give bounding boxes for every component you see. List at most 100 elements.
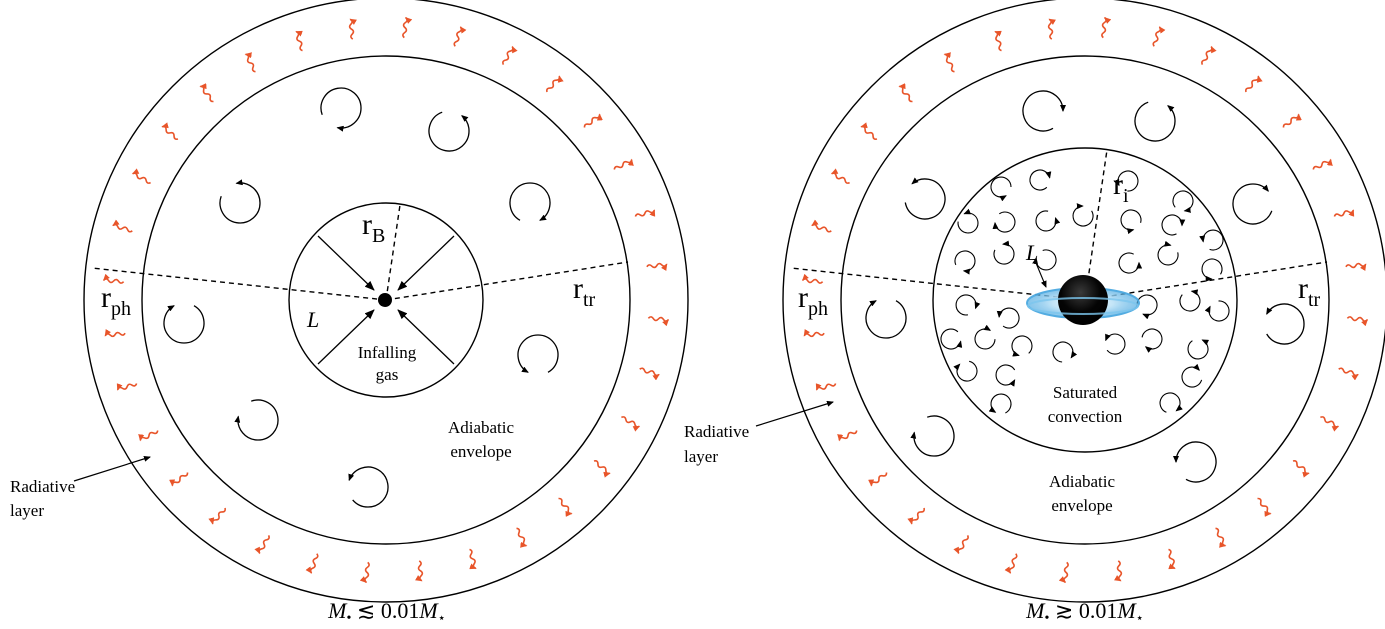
convective-eddy: [1187, 339, 1210, 360]
accretion-disk-front: [1027, 297, 1139, 315]
convective-eddy: [953, 360, 978, 382]
convective-eddy: [954, 250, 976, 275]
infall-arrow-sw: [317, 309, 375, 365]
convective-eddy: [992, 211, 1016, 233]
left-envelope-label-2: envelope: [450, 442, 511, 461]
right-photosphere-circle: [782, 0, 1385, 603]
convective-eddy: [1141, 328, 1163, 353]
convective-eddy: [1022, 90, 1066, 132]
infall-arrow-se: [397, 309, 455, 365]
left-rph-label: rph: [101, 281, 131, 320]
convective-eddy: [320, 87, 362, 132]
convective-eddy: [1032, 249, 1057, 271]
convective-eddy: [517, 334, 559, 373]
right-ri-label: ri: [1113, 168, 1129, 207]
convective-eddy: [995, 364, 1016, 387]
right-radiative-label-1: Radiative: [684, 422, 749, 441]
right-radiative-label-2: layer: [684, 447, 718, 466]
radiation-wave-arrow: [161, 122, 179, 140]
right-rtr-label: rtr: [1298, 272, 1321, 311]
radiation-wave-arrow: [112, 219, 133, 233]
right-saturated-eddies: [940, 169, 1230, 414]
left-radiative-waves: [102, 16, 670, 584]
radiation-wave-arrow: [1333, 209, 1355, 217]
convective-eddy: [1113, 170, 1139, 192]
infalling-gas-label-1: Infalling: [358, 343, 417, 362]
radiation-wave-arrow: [1004, 553, 1018, 574]
radiation-wave-arrow: [558, 497, 573, 517]
radiation-wave-arrow: [811, 219, 832, 233]
convective-eddy: [1204, 300, 1230, 322]
left-convective-eddies: [163, 87, 559, 508]
radiation-wave-arrow: [502, 45, 518, 65]
right-inner-circle: [932, 147, 1238, 453]
convective-eddy: [219, 179, 261, 224]
radiation-wave-arrow: [1346, 316, 1369, 327]
radiation-wave-arrow: [1282, 113, 1302, 128]
radiation-wave-arrow: [359, 561, 370, 584]
radiation-wave-arrow: [634, 209, 656, 217]
convective-eddy: [1199, 229, 1224, 251]
convective-eddy: [1134, 101, 1176, 142]
convective-eddy: [1052, 341, 1078, 363]
radiation-wave-arrow: [199, 83, 214, 103]
radiation-wave-arrow: [868, 472, 888, 487]
radiation-wave-arrow: [1292, 460, 1310, 478]
radiation-wave-arrow: [907, 507, 925, 525]
left-envelope-label-1: Adiabatic: [448, 418, 515, 437]
radiation-wave-arrow: [837, 430, 858, 442]
radiation-wave-arrow: [102, 273, 125, 284]
radiation-wave-arrow: [1047, 18, 1056, 40]
radiation-wave-arrow: [546, 75, 564, 93]
right-luminosity-label: L: [1025, 240, 1038, 265]
convective-eddy: [988, 393, 1012, 414]
convective-eddy: [904, 177, 946, 220]
radiation-wave-arrow: [1320, 416, 1340, 432]
convective-eddy: [163, 305, 205, 344]
convective-eddy: [1159, 392, 1183, 413]
radiation-wave-arrow: [415, 560, 424, 582]
radiation-wave-arrow: [1345, 262, 1367, 271]
radiation-wave-arrow: [305, 553, 319, 574]
radiation-wave-arrow: [994, 30, 1002, 52]
radiation-wave-arrow: [953, 535, 969, 555]
left-radiative-label-1: Radiative: [10, 477, 75, 496]
right-ri-dashed-line: [1084, 149, 1108, 301]
radiation-wave-arrow: [647, 316, 670, 327]
right-rph-label: rph: [798, 281, 828, 320]
radiation-wave-arrow: [646, 262, 668, 271]
radiation-wave-arrow: [1312, 158, 1333, 170]
radiation-wave-arrow: [1245, 75, 1263, 93]
convective-eddy: [1201, 258, 1223, 282]
radiation-wave-arrow: [1058, 561, 1069, 584]
radiation-wave-arrow: [1168, 548, 1176, 570]
convective-eddy: [955, 294, 981, 316]
radiation-wave-arrow: [621, 416, 641, 432]
left-rB-dashed-line: [385, 204, 401, 301]
radiation-wave-arrow: [1338, 367, 1359, 381]
saturated-convection-label-2: convection: [1048, 407, 1123, 426]
radiation-wave-arrow: [803, 329, 825, 338]
radiation-wave-arrow: [860, 122, 878, 140]
left-bondi-circle: [288, 202, 484, 398]
radiation-wave-arrow: [1257, 497, 1272, 517]
right-envelope-label-2: envelope: [1051, 496, 1112, 515]
convective-eddy: [1179, 289, 1201, 312]
right-envelope-label-1: Adiabatic: [1049, 472, 1116, 491]
convective-eddy: [1105, 333, 1126, 355]
left-black-hole: [378, 293, 392, 307]
right-transition-circle: [840, 55, 1330, 545]
convective-eddy: [1157, 240, 1179, 266]
left-radiative-pointer: [73, 455, 151, 482]
radiation-wave-arrow: [1215, 527, 1227, 548]
right-caption: M• ≳ 0.01M⋆: [1025, 598, 1144, 626]
convective-eddy: [1029, 169, 1052, 191]
radiation-wave-arrow: [815, 383, 837, 391]
radiation-wave-arrow: [244, 52, 256, 73]
radiation-wave-arrow: [469, 548, 477, 570]
radiation-wave-arrow: [1114, 560, 1123, 582]
radiation-wave-arrow: [348, 18, 357, 40]
radiation-wave-arrow: [1101, 16, 1112, 39]
convective-eddy: [940, 328, 963, 350]
